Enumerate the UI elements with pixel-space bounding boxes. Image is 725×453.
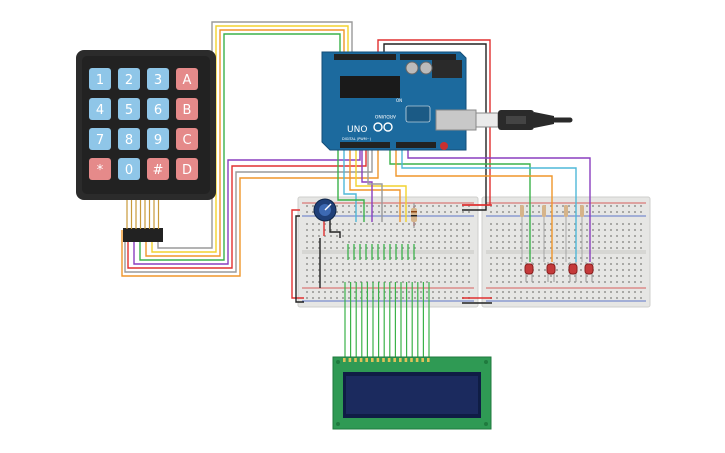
- keypad-key-B[interactable]: B: [176, 98, 198, 120]
- wire-lcd-d7: [337, 150, 365, 222]
- keypad-key-label: 1: [96, 73, 104, 88]
- led-3: [564, 205, 578, 282]
- keypad-key-9[interactable]: 9: [147, 128, 169, 150]
- led-2: [542, 205, 556, 282]
- on-label: ON: [396, 98, 402, 103]
- keypad-key-0[interactable]: 0: [118, 158, 140, 180]
- keypad-key-A[interactable]: A: [176, 68, 198, 90]
- led-1: [520, 205, 534, 282]
- wire-lcd-en: [355, 150, 407, 222]
- keypad-key-label: 0: [125, 163, 133, 178]
- wire-led-4: [407, 150, 591, 262]
- wire-rail-red-left: [291, 209, 304, 299]
- wire-lcd-d4: [361, 150, 373, 222]
- wire-led-1: [389, 150, 531, 262]
- keypad-keys: 1 2 3 A 4 5 6 B 7 8 9 C * 0 # D: [89, 68, 198, 180]
- wire-keypad-6: [127, 150, 367, 269]
- keypad-key-3[interactable]: 3: [147, 68, 169, 90]
- capacitor-icon: [405, 61, 419, 75]
- keypad-key-label: B: [183, 103, 192, 118]
- usb-cable: [475, 110, 573, 130]
- brand-label: ARDUINO: [374, 113, 396, 119]
- wire-keypad-8: [121, 150, 379, 277]
- keypad-key-C[interactable]: C: [176, 128, 198, 150]
- wire-keypad-5: [133, 150, 361, 265]
- wire-rail-black-left: [295, 215, 304, 303]
- power-jack: [432, 60, 462, 78]
- wire-keypad-4: [139, 33, 341, 261]
- keypad-key-6[interactable]: 6: [147, 98, 169, 120]
- keypad-key-5[interactable]: 5: [118, 98, 140, 120]
- wire-pot-2: [329, 214, 341, 238]
- wire-keypad-3: [145, 29, 345, 257]
- wire-lcd-d6: [343, 150, 357, 222]
- lcd-jumpers: [344, 244, 430, 358]
- keypad-4x4: 1 2 3 A 4 5 6 B 7 8 9 C * 0 # D: [76, 50, 216, 242]
- reset-button[interactable]: [440, 142, 448, 150]
- keypad-key-label: 3: [154, 73, 162, 88]
- keypad-key-#[interactable]: #: [147, 158, 169, 180]
- capacitor-icon: [419, 61, 433, 75]
- led-4: [580, 205, 594, 282]
- keypad-key-label: C: [182, 133, 191, 148]
- keypad-key-label: 8: [125, 133, 133, 148]
- keypad-key-7[interactable]: 7: [89, 128, 111, 150]
- keypad-key-label: 9: [154, 133, 162, 148]
- keypad-key-4[interactable]: 4: [89, 98, 111, 120]
- keypad-key-label: D: [182, 163, 192, 178]
- keypad-key-label: 4: [96, 103, 104, 118]
- keypad-key-label: 5: [125, 103, 133, 118]
- keypad-key-2[interactable]: 2: [118, 68, 140, 90]
- keypad-key-*[interactable]: *: [89, 158, 111, 180]
- potentiometer[interactable]: [313, 198, 337, 222]
- keypad-pins: [126, 200, 160, 229]
- atmega-chip: [340, 76, 400, 98]
- keypad-key-label: #: [153, 163, 164, 178]
- wire-lcd-d5: [367, 150, 383, 222]
- keypad-key-label: A: [183, 73, 192, 88]
- keypad-header: [123, 228, 163, 242]
- keypad-key-label: 6: [154, 103, 162, 118]
- keypad-key-label: 7: [96, 133, 104, 148]
- wire-led-3: [401, 150, 577, 262]
- wire-keypad-7: [124, 150, 373, 273]
- keypad-key-D[interactable]: D: [176, 158, 198, 180]
- resistor: [411, 203, 417, 228]
- model-label: UNO: [347, 125, 367, 135]
- keypad-key-label: *: [97, 163, 104, 178]
- keypad-key-8[interactable]: 8: [118, 128, 140, 150]
- keypad-key-label: 2: [125, 73, 133, 88]
- lcd-screen: [346, 376, 478, 414]
- wire-led-2: [395, 150, 553, 262]
- lcd-16x2: [332, 356, 492, 430]
- wire-lcd-rs: [349, 150, 401, 222]
- lcd-pins: [343, 358, 430, 362]
- arduino-uno: UNO ARDUINO ON DIGITAL (PWM~): [321, 51, 477, 151]
- led-array: [520, 205, 594, 282]
- digital-label: DIGITAL (PWM~): [342, 137, 372, 141]
- usb-port: [435, 109, 477, 131]
- arduino-logo-icon: [373, 122, 393, 132]
- keypad-key-1[interactable]: 1: [89, 68, 111, 90]
